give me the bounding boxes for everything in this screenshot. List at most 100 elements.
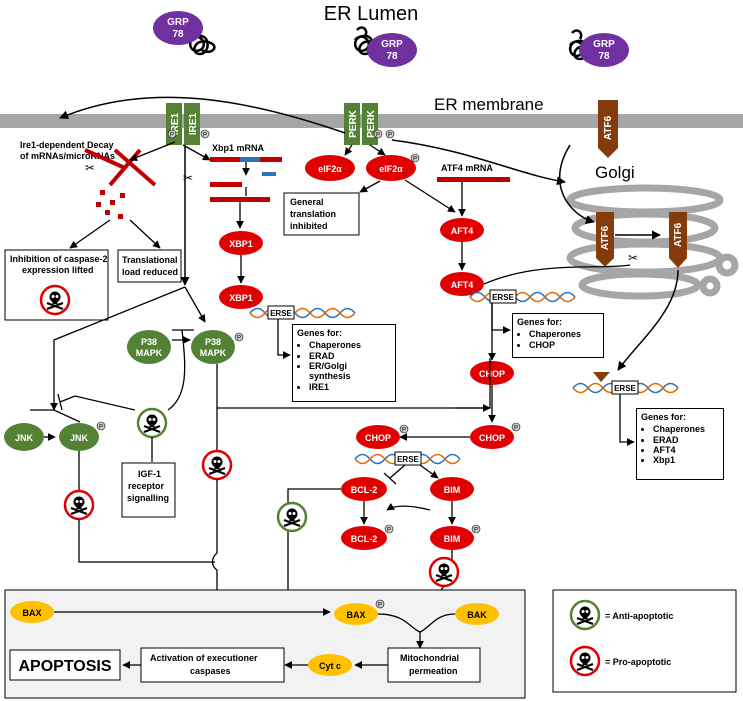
golgi <box>566 184 739 300</box>
svg-text:P: P <box>376 133 380 139</box>
svg-text:P38: P38 <box>141 337 157 347</box>
svg-text:78: 78 <box>598 51 610 62</box>
svg-text:P: P <box>413 157 417 163</box>
svg-text:P: P <box>514 426 518 432</box>
svg-text:BAX: BAX <box>346 610 365 620</box>
chop-p-protein: CHOP P <box>356 424 409 449</box>
svg-text:ERSE: ERSE <box>270 309 292 318</box>
scissors-icon-xbp1: ✂ <box>183 171 193 185</box>
activation-caspases-label: Activation of executioner caspases <box>150 653 260 676</box>
genes-atf6-item: Xbp1 <box>653 455 719 465</box>
genes-xbp1-item: IRE1 <box>309 382 391 392</box>
genes-xbp1-item: ERAD <box>309 351 391 361</box>
erse-atf6 <box>611 380 639 395</box>
svg-text:BAX: BAX <box>22 608 41 618</box>
svg-text:P: P <box>387 528 391 534</box>
svg-text:BAK: BAK <box>467 610 487 620</box>
genes-xbp1-item: ER/Golgi synthesis <box>309 361 391 382</box>
er-lumen-label: ER Lumen <box>324 3 419 25</box>
legend-anti-label: = Anti-apoptotic <box>605 611 673 621</box>
translational-load-label: Translational load reduced <box>122 255 180 277</box>
svg-text:ERSE: ERSE <box>492 293 514 302</box>
genes-atf6-item: Chaperones <box>653 424 719 434</box>
svg-text:IRE1: IRE1 <box>170 112 181 135</box>
erse-xbp1 <box>267 305 295 320</box>
genes-atf6-item: ERAD <box>653 435 719 445</box>
svg-text:ATF6: ATF6 <box>600 225 611 250</box>
chop-protein: CHOP CHOP P <box>470 361 521 449</box>
golgi-label: Golgi <box>595 163 635 182</box>
svg-text:P: P <box>170 133 174 139</box>
svg-text:Cyt c: Cyt c <box>319 661 341 671</box>
ire1-dimer: IRE1 IRE1 P P <box>166 103 210 145</box>
atf4-mrna <box>437 177 510 182</box>
erse-chop <box>394 451 422 466</box>
svg-text:ERSE: ERSE <box>397 455 419 464</box>
general-translation-box <box>283 192 360 236</box>
svg-text:GRP: GRP <box>167 17 189 28</box>
grp78-left: GRP 78 <box>153 11 216 56</box>
svg-text:eIF2α: eIF2α <box>318 164 342 174</box>
svg-text:BCL-2: BCL-2 <box>351 534 378 544</box>
eif2a-left: eIF2α <box>305 155 355 181</box>
atf6-golgi: ATF6 ATF6 <box>596 212 687 268</box>
svg-text:GRP: GRP <box>593 39 615 50</box>
activation-caspases-box <box>140 647 285 683</box>
mito-perm-box <box>387 647 481 683</box>
apoptosis-label: APOPTOSIS <box>18 658 111 675</box>
general-translation-label: General translation inhibited <box>290 197 339 231</box>
p38-left: P38 MAPK <box>127 330 171 364</box>
genes-atf4-item: CHOP <box>529 340 599 350</box>
translational-load-box <box>117 249 182 283</box>
svg-text:CHOP: CHOP <box>479 369 505 379</box>
genes-xbp1-box: Genes for: Chaperones ERAD ER/Golgi synt… <box>292 324 396 402</box>
svg-text:78: 78 <box>386 51 398 62</box>
svg-text:P: P <box>402 428 406 434</box>
svg-text:MAPK: MAPK <box>200 348 227 358</box>
svg-text:IRE1: IRE1 <box>188 112 199 135</box>
svg-text:ERSE: ERSE <box>614 384 636 393</box>
perk-dimer: PERK PERK P P <box>344 103 395 145</box>
igf1-box <box>121 462 176 518</box>
bax-left: BAX <box>10 601 54 623</box>
svg-text:BIM: BIM <box>444 534 461 544</box>
svg-text:P: P <box>237 336 241 342</box>
er-membrane-label: ER membrane <box>434 95 544 114</box>
svg-text:BCL-2: BCL-2 <box>351 485 378 495</box>
svg-text:CHOP: CHOP <box>479 433 505 443</box>
svg-text:78: 78 <box>172 29 184 40</box>
atf4-mrna-label: ATF4 mRNA <box>441 163 493 173</box>
erse-atf4 <box>489 289 517 304</box>
mito-perm-label: Mitochondrial permeation <box>400 653 462 676</box>
svg-text:MAPK: MAPK <box>136 348 163 358</box>
svg-text:GRP: GRP <box>381 39 403 50</box>
xbp1-mrna <box>210 157 282 229</box>
svg-text:ATF6: ATF6 <box>673 222 684 247</box>
svg-text:JNK: JNK <box>70 433 89 443</box>
dna-xbp1 <box>249 307 356 319</box>
genes-xbp1-item: Chaperones <box>309 340 391 350</box>
bak: BAK <box>455 603 499 625</box>
p38-right: P38 MAPK P <box>191 330 244 364</box>
svg-text:AFT4: AFT4 <box>451 226 474 236</box>
jnk-left: JNK <box>4 423 44 451</box>
svg-text:P: P <box>474 528 478 534</box>
genes-atf6-box: Genes for: Chaperones ERAD AFT4 Xbp1 <box>636 408 724 480</box>
svg-text:BIM: BIM <box>444 485 461 495</box>
svg-text:eIF2α: eIF2α <box>379 164 403 174</box>
atf6-binding <box>593 372 610 382</box>
genes-atf4-item: Chaperones <box>529 329 599 339</box>
svg-text:P: P <box>388 133 392 139</box>
ire1-decay-label: Ire1-dependent Decay of mRNAs/microRNAs <box>20 140 116 161</box>
grp78-middle: GRP 78 <box>354 26 417 67</box>
svg-text:P: P <box>378 603 382 609</box>
svg-text:AFT4: AFT4 <box>451 280 474 290</box>
xbp1-mrna-label: Xbp1 mRNA <box>212 143 265 153</box>
svg-text:PERK: PERK <box>366 109 377 138</box>
scissors-icon-golgi: ✂ <box>628 251 638 265</box>
svg-text:P: P <box>203 133 207 139</box>
igf1-label: IGF-1 receptor signalling <box>127 469 169 503</box>
genes-atf4-box: Genes for: Chaperones CHOP <box>512 313 604 358</box>
svg-text:ATF6: ATF6 <box>603 115 614 140</box>
bcl2-protein: BCL-2 BCL-2 P <box>341 477 394 550</box>
